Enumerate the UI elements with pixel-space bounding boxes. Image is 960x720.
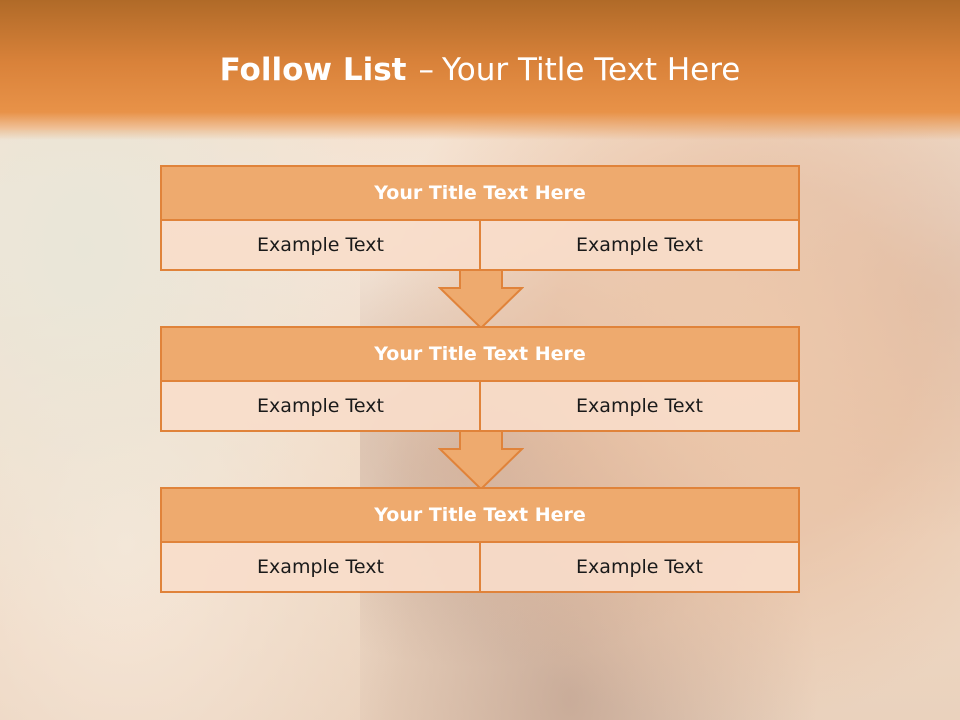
down-arrow-icon <box>438 270 524 330</box>
block-title: Your Title Text Here <box>160 165 800 221</box>
block-row: Example Text Example Text <box>160 382 800 432</box>
block-cell-left: Example Text <box>160 543 481 593</box>
slide-title-separator: – <box>418 52 434 88</box>
block-title: Your Title Text Here <box>160 326 800 382</box>
list-block-2: Your Title Text Here Example Text Exampl… <box>160 326 800 432</box>
block-title: Your Title Text Here <box>160 487 800 543</box>
block-cell-left: Example Text <box>160 221 481 271</box>
block-cell-left: Example Text <box>160 382 481 432</box>
block-cell-right: Example Text <box>481 382 800 432</box>
list-block-1: Your Title Text Here Example Text Exampl… <box>160 165 800 271</box>
list-block-3: Your Title Text Here Example Text Exampl… <box>160 487 800 593</box>
block-row: Example Text Example Text <box>160 221 800 271</box>
slide-title-rest: Your Title Text Here <box>441 52 741 88</box>
down-arrow-icon <box>438 431 524 491</box>
block-row: Example Text Example Text <box>160 543 800 593</box>
header-bar <box>0 0 960 140</box>
slide-title-bold: Follow List <box>219 52 407 88</box>
block-cell-right: Example Text <box>481 221 800 271</box>
block-cell-right: Example Text <box>481 543 800 593</box>
slide-title: Follow List–Your Title Text Here <box>0 52 960 88</box>
